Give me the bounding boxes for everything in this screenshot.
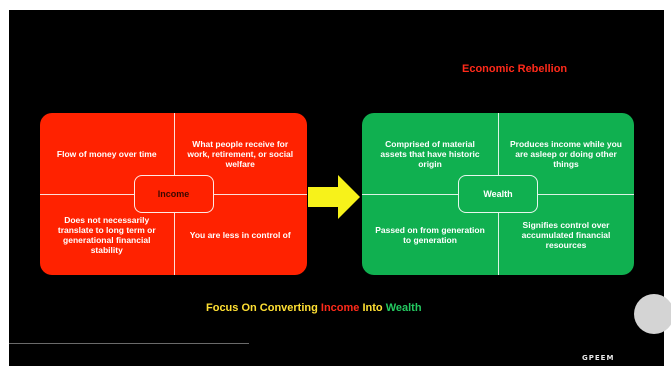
income-cell-top-right: What people receive for work, retirement… [187,138,294,169]
video-progress-track[interactable] [9,343,249,344]
footer-part-income: Income [320,302,360,314]
right-arrow-icon [308,175,360,219]
income-cell-top-left: Flow of money over time [56,148,157,159]
income-cell-bottom-left: Does not necessarily translate to long t… [57,214,156,255]
income-center-label: Income [133,175,214,213]
wealth-cell-bottom-right: Signifies control over accumulated finan… [521,219,611,250]
income-cell-bottom-right: You are less in control of [189,229,291,240]
slide-frame: Economic Rebellion Flow of money over ti… [9,10,664,366]
wealth-cell-top-left: Comprised of material assets that have h… [380,138,480,169]
wealth-quadrant: Comprised of material assets that have h… [362,113,634,275]
footer-statement: Focus On Converting Income Into Wealth [206,302,422,314]
wealth-cell-top-right: Produces income while you are asleep or … [510,138,622,169]
income-quadrant: Flow of money over time What people rece… [40,113,307,275]
floating-circle-button[interactable] [634,294,671,334]
footer-part-1: Focus On Converting [206,302,321,314]
slide-title: Economic Rebellion [462,63,568,75]
watermark-logo: GPEEM [582,354,615,362]
footer-part-wealth: Wealth [385,302,422,314]
footer-part-3: Into [359,302,386,314]
wealth-center-label: Wealth [458,175,538,213]
wealth-cell-bottom-left: Passed on from generation to generation [375,224,485,245]
